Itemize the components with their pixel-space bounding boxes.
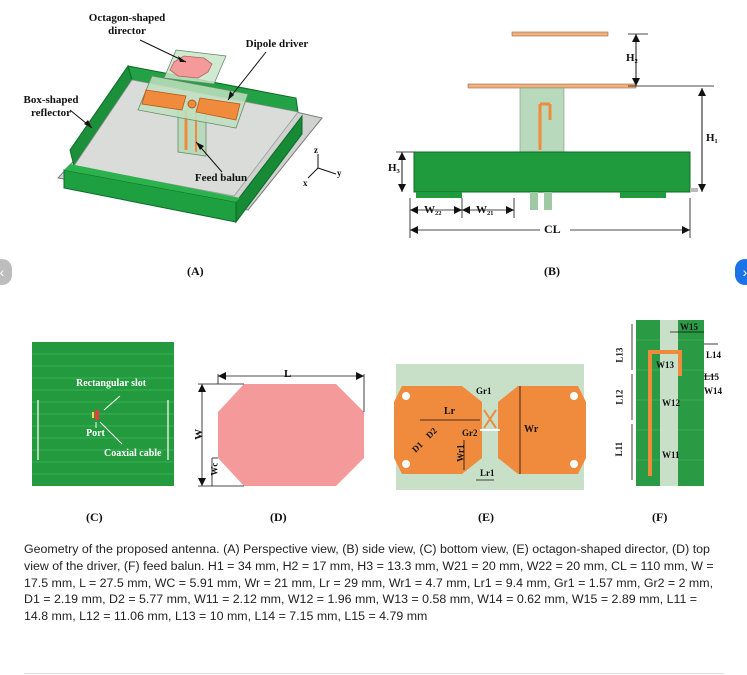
l11-label: L11: [614, 441, 625, 457]
port-label: Port: [86, 428, 105, 439]
panel-a-label: (A): [187, 264, 204, 278]
wr-label: Wr: [524, 424, 539, 435]
driver-label: Dipole driver: [245, 38, 309, 50]
bottom-view-figure: [32, 342, 174, 486]
balun-label: Feed balun: [194, 172, 248, 184]
h2-label: H₂: [626, 52, 638, 64]
axis-z-label: z: [314, 145, 318, 155]
dipole-arm-right: [195, 97, 241, 121]
l14-label: L14: [706, 350, 722, 360]
reflector-label: Box-shaped reflector: [23, 94, 79, 119]
h1-label: H₁: [706, 132, 718, 144]
l15-label: L15: [704, 372, 720, 382]
side-view-figure: [396, 31, 714, 238]
panel-e-driver: Gr1 Gr2 Lr Wr Lr1 Wr1 D1 D2 (E): [390, 330, 600, 530]
panel-b-side-view: H₂ H₁ H₃ W₂₂ W₂₁ CL (B): [380, 0, 747, 290]
panel-a-perspective: Octagon-shaped director Dipole driver Bo…: [0, 0, 360, 290]
chevron-left-icon: ‹: [0, 264, 5, 280]
gr2-label: Gr2: [462, 428, 478, 438]
h3-label: H₃: [388, 162, 400, 174]
figure-caption: Geometry of the proposed antenna. (A) Pe…: [24, 542, 714, 624]
dipole-arm-left: [141, 89, 187, 111]
l-label: L: [284, 368, 292, 380]
w13-label: W13: [656, 360, 674, 370]
panel-d-director: L W Wc (D): [190, 330, 380, 530]
cl-label: CL: [544, 222, 561, 236]
director-figure: [198, 372, 365, 487]
director-label: Octagon-shaped director: [88, 12, 166, 37]
driver-figure: [394, 364, 586, 490]
driver-left-arm: [394, 386, 482, 474]
axis-y-label: y: [337, 168, 342, 178]
reflector-front-top: [64, 164, 240, 202]
panel-f-balun: W15 L14 W13 L15 W14 L13 L12 W12 L11 W11 …: [608, 310, 747, 530]
panel-d-label: (D): [270, 510, 287, 524]
balun-figure: [631, 320, 718, 486]
panel-b-label: (B): [544, 264, 560, 278]
w-label: W: [193, 428, 206, 440]
chevron-right-icon: ›: [742, 264, 747, 280]
divider: [24, 673, 724, 674]
l12-label: L12: [614, 389, 625, 405]
axis-x-label: x: [303, 178, 308, 188]
w15-label: W15: [680, 322, 698, 332]
slot-label: Rectangular slot: [76, 378, 147, 389]
lr-label: Lr: [444, 406, 456, 417]
panel-c-label: (C): [86, 510, 103, 524]
panel-e-label: (E): [478, 510, 494, 524]
gr1-label: Gr1: [476, 386, 492, 396]
panel-f-label: (F): [652, 510, 668, 524]
w22-label: W₂₂: [424, 204, 442, 216]
reflector-right-wall: [235, 114, 303, 224]
balun-feed-line: [648, 350, 682, 476]
w11-label: W11: [662, 450, 680, 460]
balun-ground-right: [678, 320, 704, 486]
w14-label: W14: [704, 386, 722, 396]
perspective-figure: [57, 39, 337, 224]
reflector-box: [413, 151, 691, 193]
panel-c-bottom-view: Rectangular slot Port Coaxial cable (C): [0, 330, 190, 530]
wc-label: Wc: [209, 462, 220, 476]
prev-figure-button[interactable]: ‹: [0, 259, 12, 285]
cable-label: Coaxial cable: [104, 448, 162, 459]
wr1-label: Wr1: [455, 444, 466, 462]
next-figure-button[interactable]: ›: [735, 259, 747, 285]
lr1-label: Lr1: [480, 468, 495, 478]
w21-label: W₂₁: [476, 204, 494, 216]
w12-label: W12: [662, 398, 680, 408]
octagon-shape: [218, 384, 364, 486]
l13-label: L13: [614, 347, 625, 363]
